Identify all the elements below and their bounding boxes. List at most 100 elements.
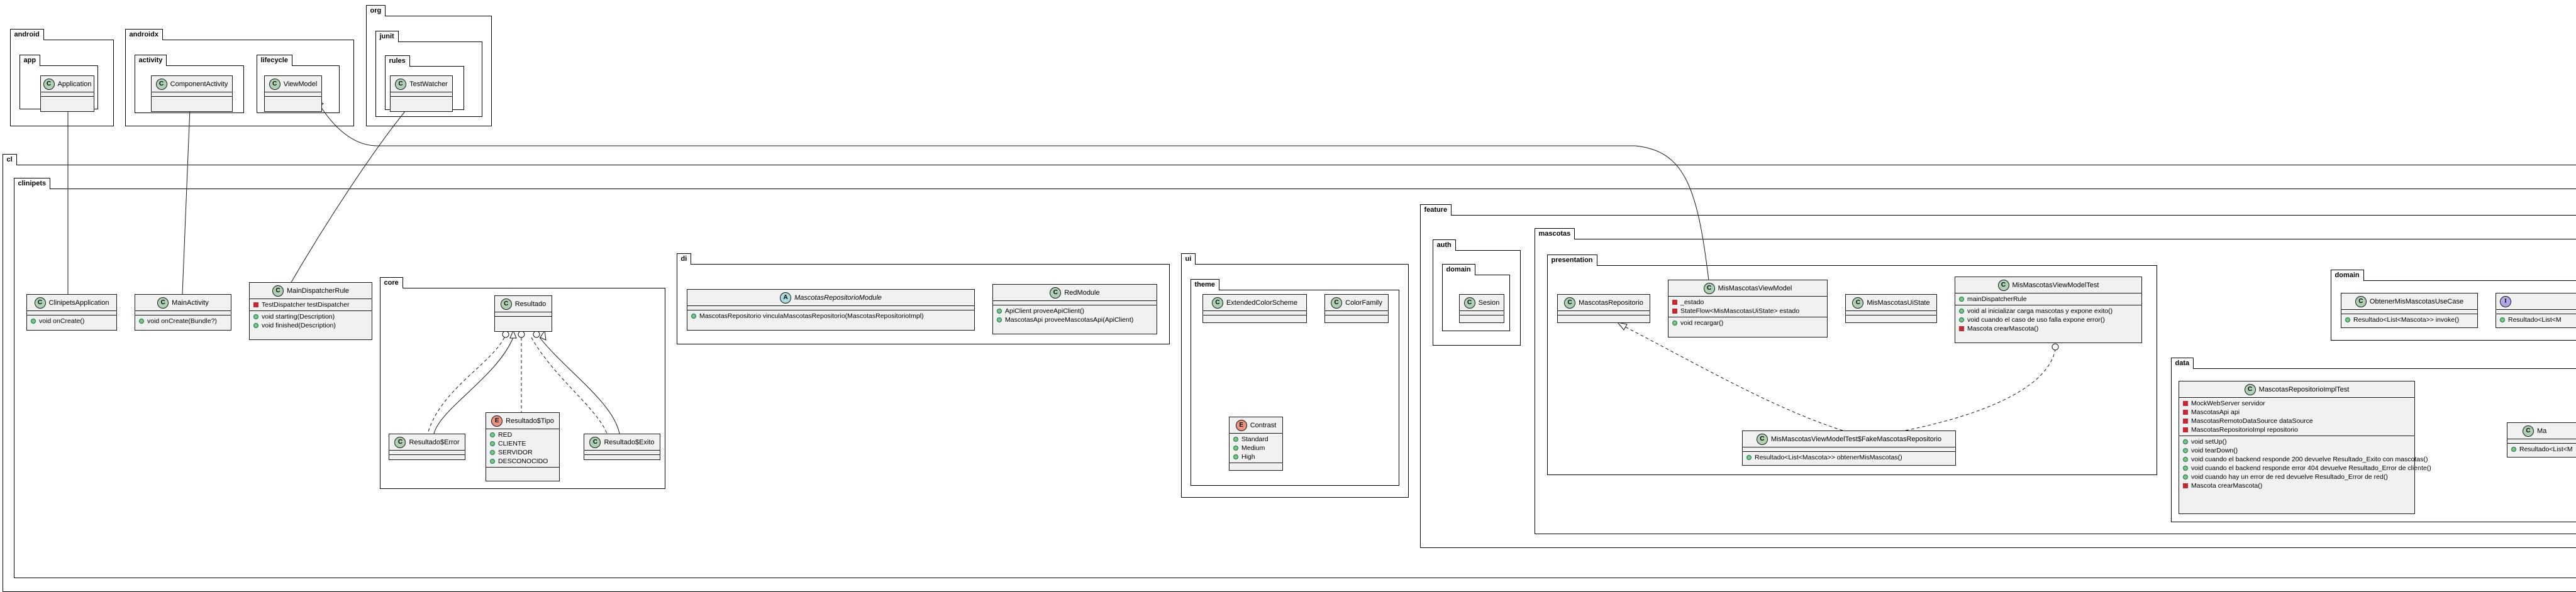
class-name: MisMascotasViewModelTest$FakeMascotasRep… [1770, 435, 1942, 443]
field-item: mainDispatcherRule [1959, 295, 2138, 304]
private-icon [1959, 326, 1964, 332]
fields-section [1460, 311, 1504, 315]
private-icon [2183, 419, 2188, 424]
method-item: void onCreate() [31, 317, 113, 326]
package-label: core [379, 277, 403, 288]
method-item: void recargar() [1672, 319, 1823, 327]
package-activity: activity [134, 55, 244, 113]
class-icon: C [1852, 297, 1864, 309]
public-icon [2511, 447, 2516, 452]
class-icon: C [1564, 297, 1576, 309]
methods-section: ApiClient proveeApiClient() MascotasApi … [993, 305, 1157, 326]
private-icon [2183, 401, 2188, 407]
package-android: android app [9, 29, 114, 126]
method-item: void tearDown() [2183, 446, 2411, 455]
public-icon [997, 309, 1002, 314]
fields-section [993, 301, 1157, 305]
fields-section [135, 311, 231, 315]
class-icon: C [2523, 425, 2534, 437]
class-name: MascotasRepositorioModule [794, 293, 882, 302]
class-icon: C [272, 285, 284, 297]
public-icon [1959, 297, 1964, 302]
package-androidx: androidx activity lifecycle [125, 29, 354, 126]
package-label: feature [1419, 204, 1452, 216]
methods-section: void al inicializar carga mascotas y exp… [1955, 305, 2141, 334]
public-icon [490, 459, 495, 464]
private-icon [1672, 309, 1677, 314]
methods-section: Resultado<List<Mascota>> invoke() [2341, 314, 2477, 326]
package-presentation: presentation [1546, 255, 2157, 475]
class-icon: C [1050, 287, 1062, 299]
method-item: Resultado<List<M [2500, 315, 2576, 324]
public-icon [1233, 454, 1238, 460]
method-item: void cuando el backend responde 200 devu… [2183, 455, 2428, 464]
class-name: ClinipetsApplication [48, 299, 109, 307]
public-icon [1233, 437, 1238, 442]
class-icon: C [155, 78, 167, 90]
package-di: di [676, 253, 1170, 344]
constants-section: Standard Medium High [1230, 434, 1282, 463]
public-icon [253, 314, 258, 320]
public-icon [2183, 457, 2188, 463]
private-icon [2183, 483, 2188, 489]
class-name: ComponentActivity [170, 80, 228, 88]
public-icon [490, 450, 495, 456]
class-name: TestWatcher [409, 80, 448, 88]
class-name: RedModule [1064, 288, 1100, 297]
public-icon [139, 319, 144, 324]
private-icon [253, 302, 258, 308]
class-name: Application [57, 80, 92, 88]
class-domain-interface-partial[interactable]: I Resultado<List<M [2496, 293, 2576, 328]
fields-section [389, 451, 465, 455]
fields-section [41, 92, 94, 97]
public-icon [253, 323, 258, 329]
package-domain: domain [2330, 270, 2576, 341]
package-auth-domain: domain [1441, 264, 1510, 331]
public-icon [2183, 439, 2188, 445]
package-clinipets: clinipets [13, 178, 2576, 578]
fields-section [584, 451, 660, 455]
method-item: MascotasRepositorio vinculaMascotasRepos… [691, 312, 970, 321]
methods-section [1558, 315, 1650, 320]
methods-section: Resultado<List<Mascota>> obtenerMisMasco… [1743, 452, 1955, 463]
method-item: void onCreate(Bundle?) [139, 317, 227, 326]
method-item: Mascota crearMascota() [1959, 324, 2138, 333]
public-icon [31, 319, 36, 324]
methods-section [584, 455, 660, 459]
fields-section [1325, 311, 1388, 315]
public-icon [2500, 317, 2505, 323]
package-label: android [9, 29, 44, 40]
class-icon: C [157, 297, 169, 309]
package-label: mascotas [1534, 228, 1575, 239]
field-item: MockWebServer servidor [2183, 399, 2411, 408]
methods-section [41, 97, 94, 101]
method-item: Resultado<List<M [2511, 445, 2576, 454]
class-icon: C [1756, 433, 1768, 445]
methods-section: void setUp() void tearDown() void cuando… [2179, 436, 2431, 491]
